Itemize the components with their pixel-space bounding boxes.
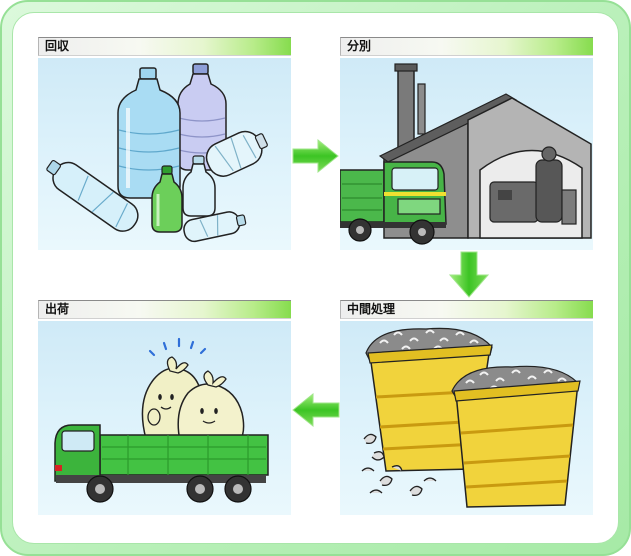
down-arrow-icon [448, 251, 490, 298]
right-bin [451, 365, 581, 508]
truck-bed-ribs [102, 435, 266, 475]
truck-hub-middle [195, 484, 205, 494]
bag-eye [158, 394, 162, 400]
step-image-shipping [38, 321, 291, 515]
truck-bed-ribs [342, 183, 382, 211]
sparkle-lines [148, 337, 207, 357]
green-truck [54, 424, 269, 503]
bag-hand [147, 408, 161, 426]
bottle-creases [214, 135, 257, 172]
step-header-sorting: 分別 [340, 37, 593, 56]
green-truck [340, 161, 447, 245]
step-label-collection: 回収 [45, 39, 70, 53]
bag-body [177, 383, 245, 442]
bottle-cap [235, 214, 247, 227]
bottle-creases [199, 215, 219, 237]
bin-body [455, 382, 579, 508]
truck-stripe [384, 192, 446, 196]
crushed-bottle-right [205, 130, 268, 177]
machine-tank [535, 159, 563, 223]
bottle-ridges [118, 129, 180, 171]
step-label-shipping: 出荷 [45, 302, 70, 316]
step-header-shipping: 出荷 [38, 300, 291, 319]
crushed-bottle-bottom [183, 211, 247, 243]
bag-eye [200, 408, 204, 414]
machine-hopper [541, 146, 557, 162]
plastic-flakes [379, 329, 479, 352]
truck-hub-rear [356, 226, 364, 234]
machine-housing [489, 181, 539, 223]
machine-panel [498, 190, 512, 200]
bottle-cap [139, 67, 157, 80]
step-label-processing: 中間処理 [347, 302, 396, 316]
bag-knot [203, 370, 227, 388]
bottle-creases [77, 175, 128, 228]
arrow-shape [292, 392, 340, 428]
garbage-bag-right [177, 370, 245, 442]
truck-hub-rear [233, 484, 243, 494]
arrow-shape [292, 138, 339, 174]
bottle-cap [192, 63, 209, 75]
arrow-shape [448, 251, 490, 298]
bottle-cap [46, 159, 62, 176]
step-image-collection [38, 58, 291, 250]
scattered-plastic-flakes [361, 433, 437, 497]
left-bin [365, 327, 493, 472]
truck-chassis [56, 475, 266, 483]
bin-rim [453, 380, 581, 402]
sorting-facility-icon [340, 63, 592, 245]
small-clear-bottle [182, 155, 216, 217]
plastic-bottles-icon [46, 63, 268, 243]
machine-chute [561, 189, 577, 225]
shredded-plastic-bins-icon [361, 327, 581, 508]
truck-headlight [55, 465, 62, 471]
bag-knot [166, 356, 189, 374]
bag-mouth [160, 406, 172, 410]
bag-eye [170, 394, 174, 400]
step-image-sorting [340, 58, 593, 250]
truck-windshield [391, 167, 439, 191]
bottle-cap [192, 155, 205, 165]
green-bottle [151, 165, 183, 233]
truck-bed [99, 434, 269, 476]
bin-rim [367, 344, 493, 364]
crushed-bottle-left [46, 159, 139, 232]
bottle-cap [161, 165, 173, 175]
truck-hub-front [418, 228, 426, 236]
shipping-truck-icon [54, 337, 269, 503]
truck-chassis [340, 222, 446, 228]
sorting-machine [489, 146, 577, 225]
step-header-processing: 中間処理 [340, 300, 593, 319]
bin-stripes [460, 423, 574, 489]
bag-mouth [202, 420, 216, 424]
chimney-top [394, 63, 418, 72]
step-label-sorting: 分別 [347, 39, 372, 53]
step-image-processing [340, 321, 593, 515]
truck-window [61, 430, 95, 452]
truck-grille [397, 198, 441, 215]
left-arrow-icon [292, 392, 340, 428]
truck-hub-front [95, 484, 105, 494]
exhaust-pipe [417, 83, 426, 135]
truck-bed [340, 169, 385, 223]
bottle-cap [254, 133, 268, 150]
step-header-collection: 回収 [38, 37, 291, 56]
bag-eye [214, 408, 218, 414]
bottle-body [182, 163, 216, 217]
right-arrow-icon [292, 138, 339, 174]
